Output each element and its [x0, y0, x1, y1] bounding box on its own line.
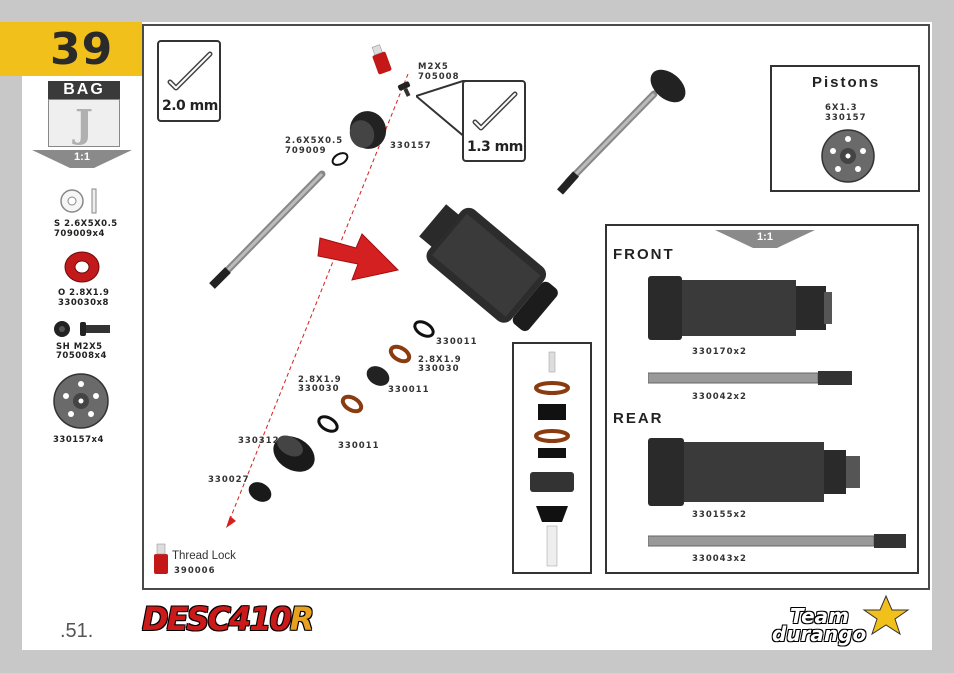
rear-body-code: 330155x2: [692, 510, 747, 520]
hex-wrench-small-icon: [472, 91, 518, 131]
callout-washer-label: 2.6X5X0.5: [285, 136, 344, 146]
piston-icon: [53, 373, 109, 429]
front-shock-body: [648, 276, 832, 340]
brand-line-1: Team: [790, 604, 849, 628]
sidebar-screw-code: 705008x4: [56, 351, 107, 361]
shock-exploded-view: [154, 44, 686, 574]
step-tab: [0, 22, 142, 76]
callout-oring-b-code: 330030: [298, 384, 340, 394]
front-title: FRONT: [613, 246, 675, 263]
compare-scale-banner: [715, 230, 815, 248]
sidebar-screw-label: SH M2X5: [56, 342, 103, 352]
callout-bottom-code: 330027: [208, 475, 250, 485]
callout-oring-a-label: 2.8X1.9: [418, 355, 462, 365]
wrench-2mm-size: 2.0 mm: [162, 98, 218, 114]
callout-m2x5-code: 705008: [418, 72, 460, 82]
rear-shaft-code: 330043x2: [692, 554, 747, 564]
callout-m2x5-label: M2X5: [418, 62, 449, 72]
scale-banner: [32, 150, 132, 168]
screw-icon: [54, 321, 110, 337]
pistons-code: 330157: [825, 113, 867, 123]
desc-logo: DESC410R: [142, 600, 315, 638]
front-shaft-code: 330042x2: [692, 392, 747, 402]
bag-title: BAG: [48, 81, 120, 99]
front-body-code: 330170x2: [692, 347, 747, 357]
callout-piston-code: 330157: [390, 141, 432, 151]
callout-washer-code: 709009: [285, 146, 327, 156]
pistons-title: Pistons: [812, 74, 881, 91]
rear-shock-shaft: [648, 534, 906, 548]
hex-wrench-icon: [167, 51, 213, 91]
cross-section-stack: [530, 351, 574, 567]
scale-label: 1:1: [74, 151, 90, 163]
brand-line-2: durango: [772, 622, 867, 646]
sidebar-washer-code: 709009x4: [54, 229, 105, 239]
bag-letter: J: [48, 99, 120, 147]
callout-oring-b-label: 2.8X1.9: [298, 375, 342, 385]
callout-ring-top: 330011: [436, 337, 478, 347]
rear-title: REAR: [613, 410, 664, 427]
desc-logo-suffix: R: [289, 600, 315, 638]
callout-cap-code: 330312: [238, 436, 280, 446]
compare-scale-label: 1:1: [757, 231, 773, 243]
threadlock-label: Thread Lock: [172, 550, 236, 562]
sidebar-oring-label: O 2.8X1.9: [58, 288, 110, 298]
team-durango-logo: [862, 594, 910, 636]
front-shock-shaft: [648, 371, 852, 385]
callout-oring-a-code: 330030: [418, 364, 460, 374]
pistons-label: 6X1.3: [825, 103, 858, 113]
piston-detail-icon: [821, 129, 875, 183]
oring-icon: [64, 251, 100, 283]
sidebar-oring-code: 330030x8: [58, 298, 109, 308]
washer-icon: [60, 188, 97, 214]
threadlock-code: 390006: [174, 566, 216, 576]
sidebar-washer-label: S 2.6X5X0.5: [54, 219, 118, 229]
callout-ring-mid: 330011: [388, 385, 430, 395]
rear-shock-body: [648, 438, 860, 506]
page-number: .51.: [60, 620, 94, 642]
callout-ring-low: 330011: [338, 441, 380, 451]
desc-logo-main: DESC410: [142, 600, 292, 638]
wrench-1-3mm-size: 1.3 mm: [467, 139, 523, 155]
step-number: 39: [50, 24, 114, 75]
sidebar-piston-code: 330157x4: [53, 435, 104, 445]
